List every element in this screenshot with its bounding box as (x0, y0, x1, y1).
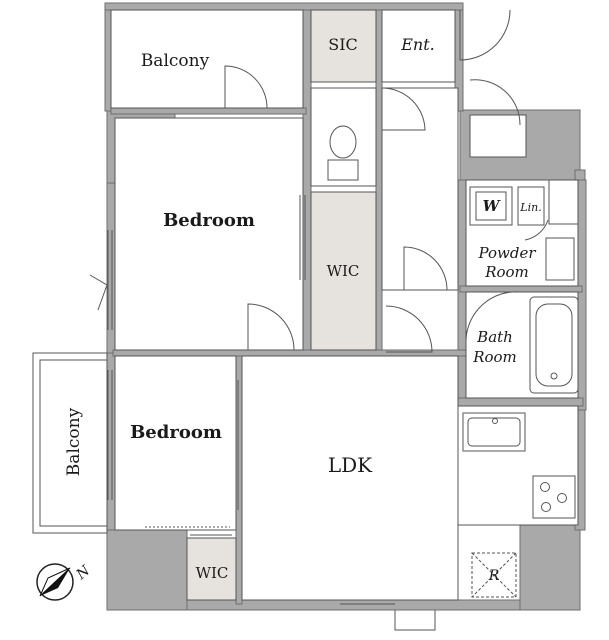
label-sic: SIC (328, 35, 358, 54)
label-washer: W (483, 197, 502, 215)
label-powder-room-2: Room (484, 263, 529, 281)
compass: N (36, 562, 94, 601)
label-linen: Lin. (519, 201, 541, 214)
label-balcony-left: Balcony (64, 407, 84, 476)
powder-sink (545, 237, 575, 281)
kitchen-sink (462, 412, 526, 452)
label-bedroom-main: Bedroom (163, 210, 255, 231)
label-wic-center: WIC (327, 262, 360, 280)
label-entrance: Ent. (400, 35, 435, 54)
label-ldk: LDK (328, 453, 373, 477)
label-powder-room-1: Powder (477, 244, 536, 262)
structure (104, 2, 587, 611)
label-balcony-top: Balcony (141, 51, 210, 71)
fixtures (327, 114, 579, 598)
toilet (327, 159, 359, 181)
label-bath-room-2: Room (472, 348, 517, 366)
label-refrigerator: R (488, 568, 500, 584)
refrigerator-box (471, 552, 517, 598)
sliding-doors (107, 195, 395, 605)
doors (89, 9, 549, 631)
label-bath-room-1: Bath (476, 328, 513, 346)
linen-cabinet (517, 186, 545, 226)
stove (532, 475, 576, 519)
washer-box (469, 186, 513, 226)
toilet-bowl (329, 125, 357, 159)
label-bedroom-second: Bedroom (130, 422, 222, 443)
label-wic-bottom: WIC (196, 564, 229, 582)
bathtub (529, 296, 579, 394)
compass-north-label: N (73, 562, 94, 583)
